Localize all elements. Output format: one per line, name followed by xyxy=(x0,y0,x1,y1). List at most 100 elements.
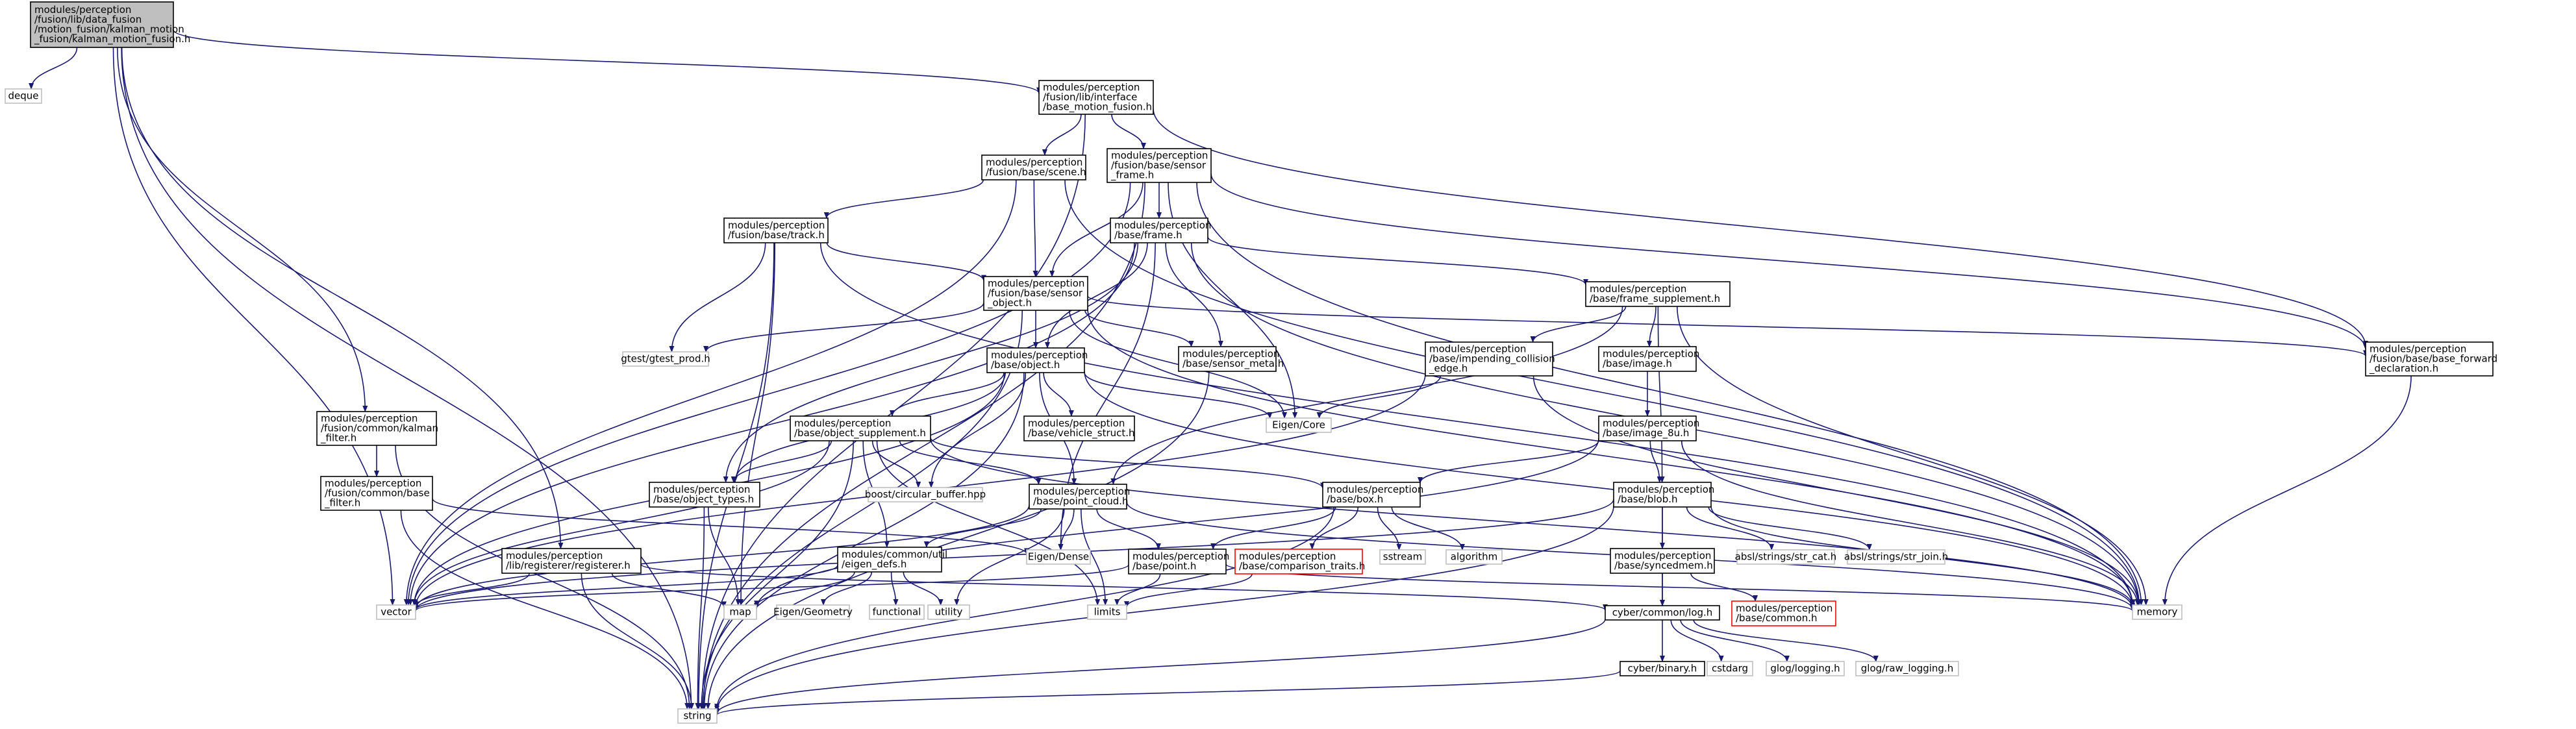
node-label-line: /fusion/base/sensor xyxy=(1111,160,1207,171)
node-scene[interactable]: modules/perception/fusion/base/scene.h xyxy=(981,154,1086,180)
node-label-line: functional xyxy=(873,606,921,618)
edge-eigen_defs-to-eigen_geometry xyxy=(821,571,873,606)
node-point-cloud[interactable]: modules/perception/base/point_cloud.h xyxy=(1029,484,1130,510)
node-object-supplement[interactable]: modules/perception/base/object_supplemen… xyxy=(790,415,931,441)
node-label-line: _object.h xyxy=(987,297,1032,310)
node-box xyxy=(30,1,174,48)
edge-impending_collision_edge-to-eigen_core xyxy=(1316,375,1442,419)
edge-base_filter-to-string xyxy=(400,510,690,710)
edge-comparison_traits-to-limits xyxy=(1124,573,1253,608)
edge-blob-to-str_join xyxy=(1708,506,1872,550)
node-image-8u[interactable]: modules/perception/base/image_8u.h xyxy=(1598,415,1699,441)
edge-scene-to-vector xyxy=(403,179,1017,606)
node-label-line: cstdarg xyxy=(1712,663,1748,674)
node-eigen-geometry[interactable]: Eigen/Geometry xyxy=(773,604,853,620)
node-sensor-meta[interactable]: modules/perception/base/sensor_meta.h xyxy=(1178,346,1284,372)
node-gtest-prod[interactable]: gtest/gtest_prod.h xyxy=(621,351,710,367)
node-cyber-log[interactable]: cyber/common/log.h xyxy=(1605,605,1720,621)
edge-eigen_defs-to-vector xyxy=(413,565,838,611)
edge-box-to-sstream xyxy=(1377,506,1402,550)
node-base-forward-declaration[interactable]: modules/perception/fusion/base/base_forw… xyxy=(2365,341,2497,377)
node-label-line: modules/perception xyxy=(728,219,825,231)
node-syncedmem[interactable]: modules/perception/base/syncedmem.h xyxy=(1610,548,1715,574)
node-blob[interactable]: modules/perception/base/blob.h xyxy=(1613,482,1714,508)
node-kalman-filter[interactable]: modules/perception/fusion/common/kalman_… xyxy=(316,411,438,446)
node-glog-logging[interactable]: glog/logging.h xyxy=(1766,661,1845,676)
node-label-line: algorithm xyxy=(1451,551,1497,563)
node-str-cat[interactable]: absl/strings/str_cat.h xyxy=(1735,549,1837,565)
node-string[interactable]: string xyxy=(677,708,718,724)
node-box xyxy=(723,217,829,243)
node-cyber-binary[interactable]: cyber/binary.h xyxy=(1619,661,1705,676)
node-perception-common[interactable]: modules/perception/base/common.h xyxy=(1731,600,1836,626)
node-sstream[interactable]: sstream xyxy=(1379,549,1426,565)
node-eigen-defs[interactable]: modules/common/util/eigen_defs.h xyxy=(837,547,947,573)
node-box xyxy=(1605,605,1720,621)
node-map[interactable]: map xyxy=(723,604,757,620)
nodes-layer: modules/perception/fusion/lib/data_fusio… xyxy=(5,1,2497,724)
node-box xyxy=(501,548,642,574)
node-box[interactable]: modules/perception/base/box.h xyxy=(1322,482,1423,508)
edge-cyber_binary-to-string xyxy=(714,670,1621,716)
edge-sensor_frame-to-sensor_object xyxy=(1049,182,1144,277)
node-object[interactable]: modules/perception/base/object.h xyxy=(986,347,1088,373)
node-glog-raw-logging[interactable]: glog/raw_logging.h xyxy=(1855,661,1959,676)
node-label-line: /base/point.h xyxy=(1132,560,1196,572)
node-label-line: modules/perception xyxy=(321,413,418,425)
node-limits[interactable]: limits xyxy=(1087,604,1127,620)
edge-frame_supplement-to-impending_collision_edge xyxy=(1530,306,1627,343)
node-label-line: modules/perception xyxy=(1114,219,1211,231)
node-memory[interactable]: memory xyxy=(2132,604,2182,620)
node-eigen-dense[interactable]: Eigen/Dense xyxy=(1026,549,1091,565)
node-label-line: /base/point_cloud.h xyxy=(1033,495,1129,508)
edge-root-to-deque xyxy=(29,47,78,90)
node-deque[interactable]: deque xyxy=(5,88,42,104)
node-vehicle-struct[interactable]: modules/perception/base/vehicle_struct.h xyxy=(1023,415,1135,441)
node-box xyxy=(677,708,718,724)
node-label-line: /base/box.h xyxy=(1327,493,1383,505)
node-label-line: _frame.h xyxy=(1110,169,1154,182)
node-circular-buffer[interactable]: boost/circular_buffer.hpp xyxy=(865,487,986,502)
node-algorithm[interactable]: algorithm xyxy=(1445,549,1503,565)
node-frame[interactable]: modules/perception/base/frame.h xyxy=(1110,217,1211,243)
edge-point_cloud-to-utility xyxy=(954,508,1065,606)
edge-image_8u-to-box xyxy=(1418,439,1599,484)
node-box xyxy=(1619,661,1705,676)
edge-registerer-to-cyber_log xyxy=(640,563,1608,611)
edge-frame_supplement-to-blob xyxy=(1657,306,1665,483)
node-vector[interactable]: vector xyxy=(376,604,416,620)
edge-sensor_object-to-sensor_meta xyxy=(1084,310,1194,347)
node-functional[interactable]: functional xyxy=(869,604,925,620)
node-base-motion-fusion[interactable]: modules/perception/fusion/lib/interface/… xyxy=(1038,80,1154,115)
node-label-line: /fusion/common/base xyxy=(325,488,430,499)
node-label-line: modules/perception xyxy=(1429,343,1526,355)
node-image[interactable]: modules/perception/base/image.h xyxy=(1598,346,1699,372)
node-label-line: /base/syncedmem.h xyxy=(1614,560,1713,571)
node-box xyxy=(2365,341,2494,377)
node-base-filter[interactable]: modules/perception/fusion/common/base_fi… xyxy=(320,476,433,511)
edge-syncedmem-to-perception_common xyxy=(1690,573,1758,602)
node-point[interactable]: modules/perception/base/point.h xyxy=(1128,549,1229,575)
node-sensor-frame[interactable]: modules/perception/fusion/base/sensor_fr… xyxy=(1107,148,1212,183)
node-eigen-core[interactable]: Eigen/Core xyxy=(1266,417,1332,433)
node-cstdarg[interactable]: cstdarg xyxy=(1707,661,1753,676)
edge-base_motion_fusion-to-sensor_frame xyxy=(1111,114,1146,149)
node-object-types[interactable]: modules/perception/base/object_types.h xyxy=(649,482,760,508)
node-box xyxy=(1234,549,1363,575)
node-label-line: modules/perception xyxy=(1327,484,1423,495)
node-str-join[interactable]: absl/strings/str_join.h xyxy=(1844,549,1948,565)
node-impending-collision-edge[interactable]: modules/perception/base/impending_collis… xyxy=(1425,341,1555,377)
node-label-line: modules/perception xyxy=(1033,486,1130,497)
node-registerer[interactable]: modules/perception/lib/registerer/regist… xyxy=(501,548,642,574)
edge-track-to-memory xyxy=(819,242,2135,606)
edges-layer xyxy=(29,29,2412,716)
node-label-line: glog/logging.h xyxy=(1770,663,1840,674)
node-sensor-object[interactable]: modules/perception/fusion/base/sensor_ob… xyxy=(983,276,1088,311)
node-comparison-traits[interactable]: modules/perception/base/comparison_trait… xyxy=(1234,549,1365,575)
edge-image_8u-to-blob xyxy=(1649,440,1662,483)
edge-point_cloud-to-vector xyxy=(413,504,1030,610)
node-utility[interactable]: utility xyxy=(927,604,970,620)
node-frame-supplement[interactable]: modules/perception/base/frame_supplement… xyxy=(1585,281,1731,307)
node-track[interactable]: modules/perception/fusion/base/track.h xyxy=(723,217,829,243)
node-label-line: modules/perception xyxy=(2370,343,2466,355)
